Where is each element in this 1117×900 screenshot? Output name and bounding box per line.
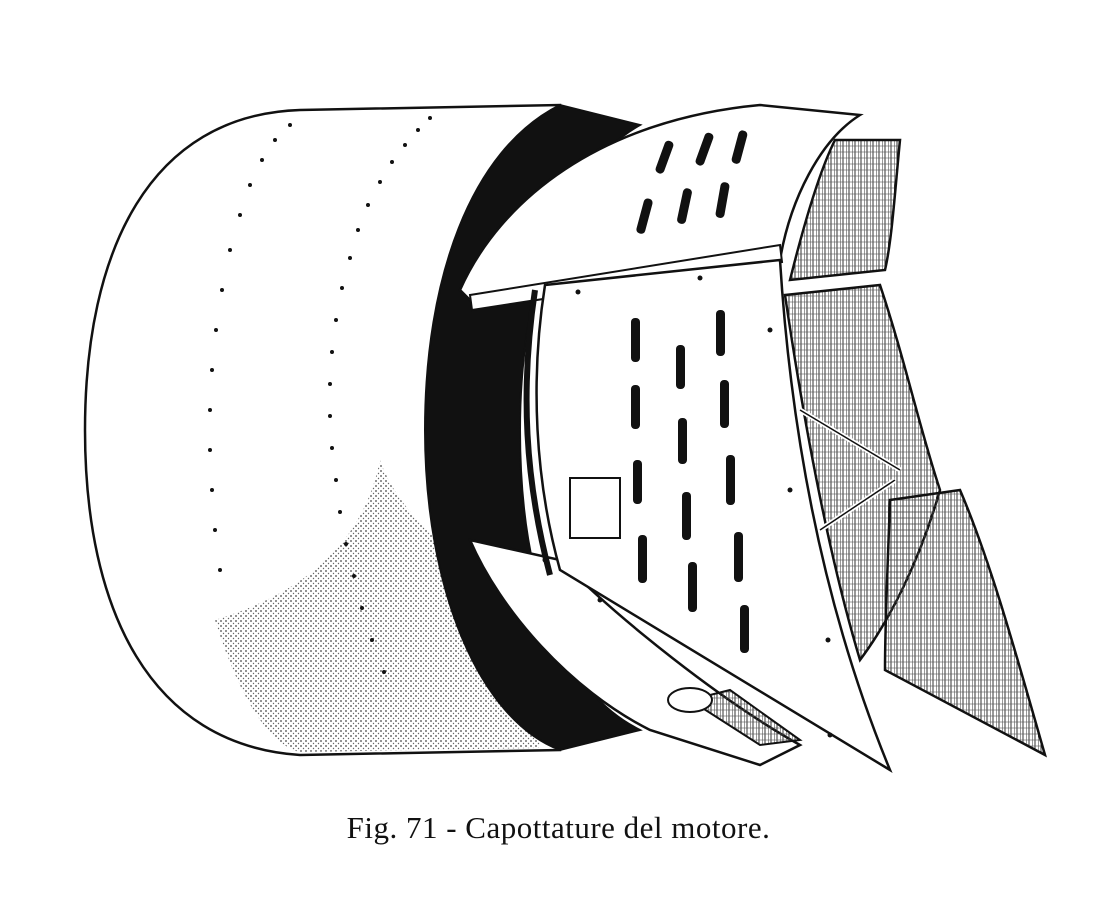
side-panels xyxy=(783,138,1048,758)
front-cowl-panel xyxy=(523,258,893,774)
engine-cowling-illustration xyxy=(83,103,1048,774)
lower-cowl-panel xyxy=(467,538,803,767)
drum-cylinder xyxy=(83,103,562,757)
inspection-hatch xyxy=(569,477,621,539)
figure-caption: Fig. 71 - Capottature del motore. xyxy=(346,810,771,845)
